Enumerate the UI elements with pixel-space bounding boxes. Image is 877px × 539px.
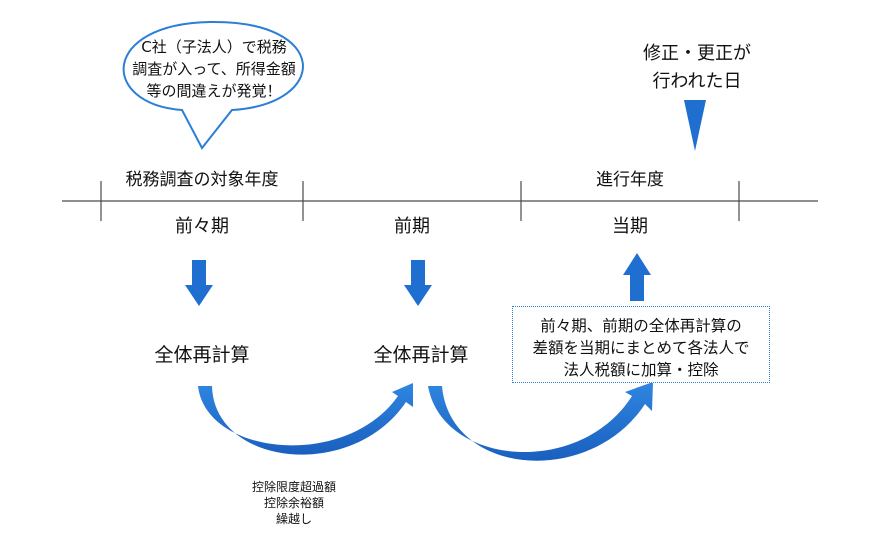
- carryover-note: 控除限度超過額 控除余裕額 繰越し: [252, 479, 336, 527]
- carryover-curved-arrow-1: [198, 383, 413, 455]
- bubble-line-2: 調査が入って、所得金額: [132, 60, 296, 78]
- carryover-note-line-2: 控除余裕額: [263, 496, 325, 510]
- audit-range-label: 税務調査の対象年度: [125, 170, 279, 190]
- adjustment-note-box: 前々期、前期の全体再計算の 差額を当期にまとめて各法人で 法人税額に加算・控除: [512, 306, 770, 383]
- period-label-two-years-prior: 前々期: [175, 216, 229, 237]
- period-label-prior: 前期: [394, 216, 430, 237]
- adjustment-note-line-2: 差額を当期にまとめて各法人で: [532, 339, 750, 357]
- recalc-label-1: 全体再計算: [154, 344, 250, 366]
- up-arrow: [623, 253, 651, 301]
- carryover-note-line-1: 控除限度超過額: [251, 480, 337, 494]
- correction-title-line-1: 修正・更正が: [643, 43, 751, 64]
- carryover-curved-arrow-2: [428, 382, 653, 461]
- timeline: [62, 181, 818, 221]
- period-label-current: 当期: [612, 216, 648, 237]
- adjustment-note-line-3: 法人税額に加算・控除: [563, 361, 719, 379]
- correction-date-marker: [684, 100, 706, 151]
- current-range-label: 進行年度: [596, 170, 664, 190]
- bubble-line-1: C社（子法人）で税務: [141, 38, 287, 56]
- down-arrow-1: [185, 260, 213, 306]
- speech-bubble-text: C社（子法人）で税務 調査が入って、所得金額 等の間違えが発覚！: [109, 36, 319, 102]
- correction-date-title: 修正・更正が 行われた日: [643, 40, 751, 96]
- correction-title-line-2: 行われた日: [652, 71, 742, 92]
- bubble-line-3: 等の間違えが発覚！: [146, 82, 282, 100]
- adjustment-note-line-1: 前々期、前期の全体再計算の: [540, 317, 742, 335]
- recalc-label-2: 全体再計算: [373, 344, 469, 366]
- speech-bubble-shape: [122, 20, 304, 150]
- carryover-note-line-3: 繰越し: [275, 512, 313, 526]
- speech-bubble: [122, 20, 304, 150]
- down-arrow-2: [404, 260, 432, 306]
